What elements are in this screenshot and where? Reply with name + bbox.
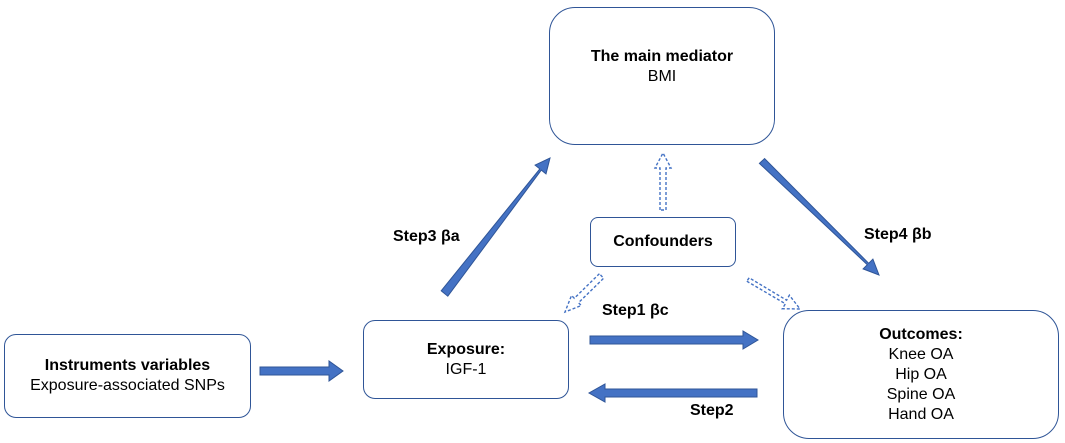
instruments-title: Instruments variables: [44, 357, 211, 374]
mediator-title: The main mediator: [590, 48, 734, 65]
outcome-item: Spine OA: [886, 385, 956, 403]
arrow-confounders-to-outcomes: [745, 276, 802, 310]
arrow-outcomes-to-exposure: [587, 383, 758, 403]
exposure-title: Exposure:: [426, 340, 506, 358]
step1-label: Step1 βc: [602, 302, 669, 319]
outcome-item: Hand OA: [888, 405, 954, 423]
instruments-value: Exposure-associated SNPs: [30, 377, 225, 394]
step3-label: Step3 βa: [393, 228, 460, 245]
outcome-item: Knee OA: [888, 345, 954, 363]
outcomes-title: Outcomes:: [879, 325, 963, 343]
arrow-exposure-to-mediator: [440, 157, 551, 297]
instruments-box: Instruments variables Exposure-associate…: [4, 334, 251, 418]
confounders-box: Confounders: [590, 217, 736, 267]
step4-label: Step4 βb: [864, 226, 932, 243]
confounders-label: Confounders: [613, 233, 713, 250]
outcome-item: Hip OA: [895, 365, 947, 383]
outcomes-box: Outcomes: Knee OA Hip OA Spine OA Hand O…: [783, 310, 1059, 439]
arrow-instruments-to-exposure: [259, 360, 344, 382]
mediator-value: BMI: [647, 68, 677, 85]
arrow-confounders-to-exposure: [563, 272, 605, 314]
exposure-value: IGF-1: [445, 360, 487, 378]
arrow-mediator-to-outcomes: [758, 157, 880, 276]
exposure-box: Exposure: IGF-1: [363, 320, 569, 399]
mediator-box: The main mediator BMI: [549, 7, 775, 145]
step2-label: Step2: [690, 402, 734, 419]
arrow-exposure-to-outcomes: [589, 330, 759, 350]
arrow-confounders-to-mediator: [653, 151, 673, 211]
